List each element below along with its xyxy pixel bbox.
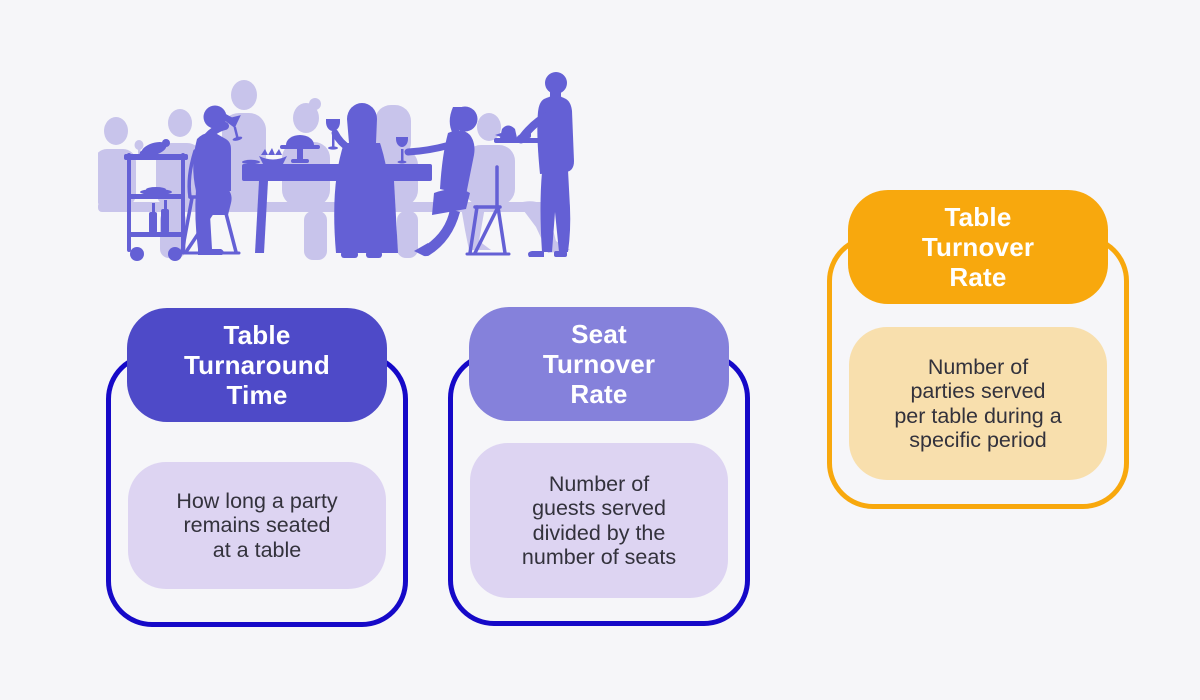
card-description-line: divided by the <box>532 520 666 545</box>
card-title-line: Rate <box>570 379 628 409</box>
card-title-line: Turnover <box>542 349 656 379</box>
waiter-figure <box>494 72 574 257</box>
card-description-line: Number of <box>927 354 1029 379</box>
card-description-line: remains seated <box>183 513 331 538</box>
diner-woman-center <box>331 103 391 258</box>
card-header-seat-turnover-rate: Seat Turnover Rate <box>469 307 729 421</box>
card-description-line: Number of <box>548 471 650 496</box>
card-description-table-turnover-rate: Number of parties served per table durin… <box>849 327 1107 480</box>
card-title-line: Seat <box>571 319 627 349</box>
card-description-line: parties served <box>910 379 1046 403</box>
card-table-turnover-rate: Table Turnover Rate Number of parties se… <box>827 190 1129 509</box>
serving-tray-icon <box>494 125 548 143</box>
card-title-line: Turnaround <box>184 350 330 380</box>
card-header-table-turnover-rate: Table Turnover Rate <box>848 190 1108 304</box>
card-title-line: Time <box>226 380 288 410</box>
card-table-turnaround-time: Table Turnaround Time How long a party r… <box>106 308 408 627</box>
martini-glass-icon <box>223 115 243 141</box>
card-description-line: per table during a <box>894 403 1062 428</box>
diner-man-left <box>177 105 243 255</box>
restaurant-dining-illustration <box>98 72 574 261</box>
card-title-line: Rate <box>949 262 1007 292</box>
card-seat-turnover-rate: Seat Turnover Rate Number of guests serv… <box>448 307 750 626</box>
card-description-line: specific period <box>909 428 1047 452</box>
card-title-line: Turnover <box>921 232 1035 262</box>
card-description-seat-turnover-rate: Number of guests served divided by the n… <box>470 443 728 598</box>
service-cart-icon <box>124 139 188 261</box>
card-description-line: How long a party <box>176 488 338 513</box>
card-description-line: at a table <box>212 537 302 562</box>
illustration-foreground-figures <box>124 72 574 261</box>
diner-woman-right <box>404 106 511 257</box>
card-header-table-turnaround-time: Table Turnaround Time <box>127 308 387 422</box>
card-description-table-turnaround-time: How long a party remains seated at a tab… <box>128 462 386 589</box>
card-description-line: guests served <box>532 496 666 520</box>
card-description-line: number of seats <box>521 545 677 569</box>
card-title-line: Table <box>944 202 1012 232</box>
card-title-line: Table <box>223 320 291 350</box>
